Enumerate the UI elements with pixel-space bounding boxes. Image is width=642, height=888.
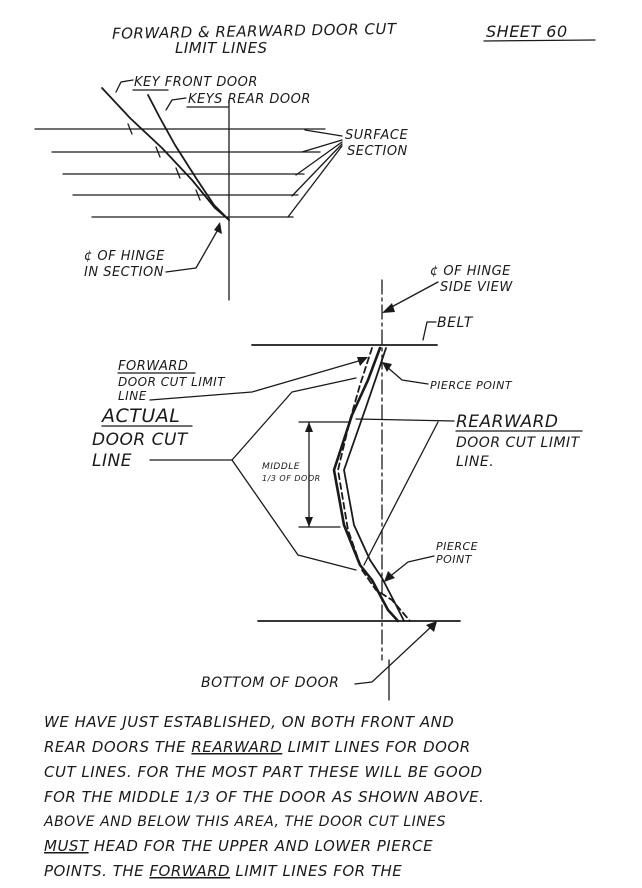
pierce-point-upper-label: PIERCE POINT xyxy=(430,379,513,392)
hinge-side-label-2: SIDE VIEW xyxy=(440,280,513,295)
note-emphasis-must: MUST xyxy=(44,837,90,855)
note-line-7: POINTS. THE FORWARD LIMIT LINES FOR THE xyxy=(44,862,402,880)
actual-label-1: ACTUAL xyxy=(100,405,180,427)
hinge-side-leader xyxy=(385,281,439,311)
surface-arrow-2 xyxy=(301,139,343,153)
forward-label-2: DOOR CUT LIMIT xyxy=(118,375,226,389)
hinge-section-leader xyxy=(165,225,221,273)
rearward-leader-1 xyxy=(355,418,455,422)
hinge-section-label-1: ¢ OF HINGE xyxy=(84,249,165,264)
pierce-upper-arrowhead xyxy=(382,362,392,372)
note-line-2: REAR DOORS THE REARWARD LIMIT LINES FOR … xyxy=(44,738,471,756)
rearward-label-2: DOOR CUT LIMIT xyxy=(456,435,581,451)
forward-label-title: FORWARD xyxy=(118,359,188,374)
rearward-label-3: LINE. xyxy=(456,454,494,470)
surface-arrow-5 xyxy=(287,145,343,218)
key-tick xyxy=(127,123,133,135)
rearward-leader-2 xyxy=(363,421,439,566)
bottom-of-door-label: BOTTOM OF DOOR xyxy=(201,675,339,691)
note-emphasis-rearward: REARWARD xyxy=(191,738,282,756)
forward-limit-line xyxy=(337,347,411,622)
pierce-lower-leader xyxy=(387,555,435,579)
hinge-side-arrowhead xyxy=(382,303,395,313)
bottom-leader xyxy=(354,625,433,685)
note-line-6: MUST HEAD FOR THE UPPER AND LOWER PIERCE xyxy=(44,837,433,855)
pierce-lower-label-1: PIERCE xyxy=(436,540,478,553)
pierce-upper-leader xyxy=(385,365,429,385)
note-line-5: ABOVE AND BELOW THIS AREA, THE DOOR CUT … xyxy=(43,814,446,830)
key-tick xyxy=(175,167,181,179)
title-line-2: LIMIT LINES xyxy=(175,39,268,57)
actual-leader-up xyxy=(231,377,357,461)
actual-leader-down xyxy=(231,459,357,571)
note-emphasis-forward: FORWARD xyxy=(149,862,230,880)
forward-arrowhead xyxy=(357,357,368,366)
key-front-door-label: KEY FRONT DOOR xyxy=(134,75,258,90)
surface-section-diagram: KEY FRONT DOOR KEYS REAR DOOR SURFACE SE… xyxy=(34,75,408,301)
sheet-label-underline xyxy=(483,39,596,42)
surface-section-label-1: SURFACE xyxy=(345,128,408,143)
belt-leader xyxy=(422,321,437,341)
pierce-lower-arrowhead xyxy=(384,571,395,582)
actual-label-3: LINE xyxy=(92,451,132,471)
actual-label-2: DOOR CUT xyxy=(92,430,189,450)
key-front-leader xyxy=(115,79,134,93)
surface-arrow-4 xyxy=(291,143,343,197)
forward-leader xyxy=(149,359,363,401)
keys-rear-door-label: KEYS REAR DOOR xyxy=(188,92,311,107)
pierce-lower-label-2: POINT xyxy=(436,553,473,566)
bottom-arrowhead xyxy=(426,621,437,632)
note-line-4: FOR THE MIDDLE 1/3 OF THE DOOR AS SHOWN … xyxy=(44,788,484,806)
surface-arrow-3 xyxy=(295,141,343,176)
actual-door-cut-line xyxy=(332,346,400,623)
key-tick xyxy=(155,146,161,158)
side-view-diagram: MIDDLE 1/3 OF DOOR ¢ OF HINGE SIDE VIEW … xyxy=(92,264,583,701)
note-line-3: CUT LINES. FOR THE MOST PART THESE WILL … xyxy=(44,763,483,781)
keys-rear-leader xyxy=(165,97,187,111)
title-line-1: FORWARD & REARWARD DOOR CUT xyxy=(112,20,398,43)
hinge-section-arrowhead xyxy=(214,222,222,234)
surface-arrow-1 xyxy=(304,129,343,137)
note-line-1: WE HAVE JUST ESTABLISHED, ON BOTH FRONT … xyxy=(44,713,454,731)
rearward-label-title: REARWARD xyxy=(456,412,559,432)
key-tick xyxy=(195,189,201,201)
notes-paragraph: WE HAVE JUST ESTABLISHED, ON BOTH FRONT … xyxy=(43,713,484,880)
hinge-side-label-1: ¢ OF HINGE xyxy=(430,264,511,279)
hinge-section-label-2: IN SECTION xyxy=(84,265,164,280)
middle-third-arrow-up xyxy=(305,422,313,432)
forward-label-3: LINE xyxy=(118,389,147,403)
sheet-label: SHEET 60 xyxy=(486,22,568,41)
header: FORWARD & REARWARD DOOR CUT LIMIT LINES … xyxy=(112,20,596,57)
rearward-limit-line xyxy=(343,347,405,622)
surface-section-label-2: SECTION xyxy=(347,144,408,159)
rear-door-key-line xyxy=(147,94,230,221)
front-door-key-line xyxy=(101,87,230,221)
middle-third-arrow-down xyxy=(305,517,313,527)
belt-label: BELT xyxy=(437,315,474,331)
middle-third-label-1: MIDDLE xyxy=(262,462,300,472)
middle-third-label-2: 1/3 OF DOOR xyxy=(262,474,321,483)
